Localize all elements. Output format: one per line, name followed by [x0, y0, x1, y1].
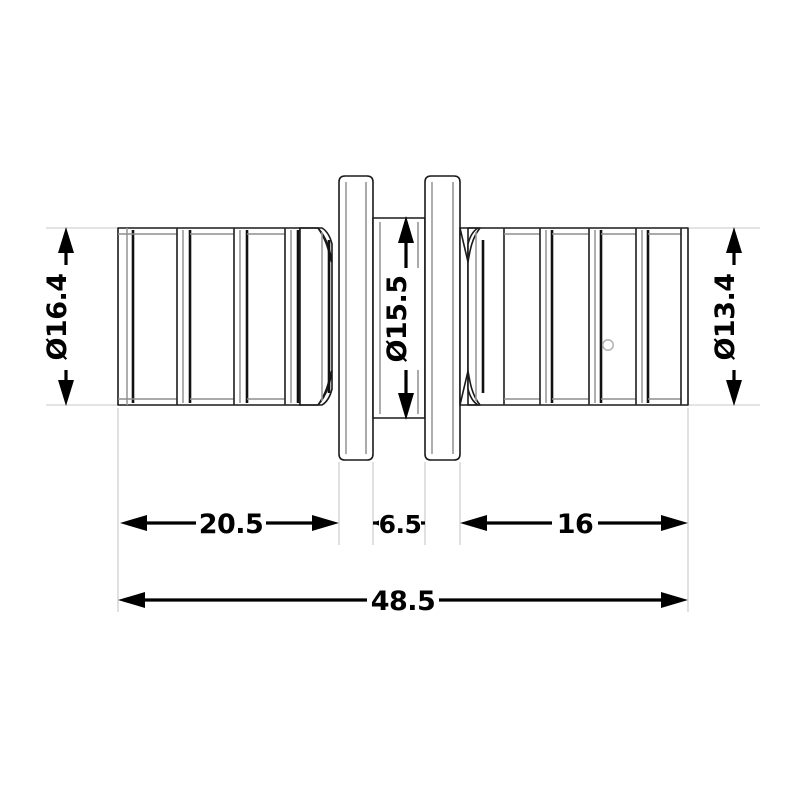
- scallop-left-top: [299, 227, 333, 263]
- flange-right: [424, 175, 461, 461]
- dim-arrow-485-right: [661, 592, 688, 608]
- dim-label-length-center: 6.5: [379, 510, 422, 539]
- dim-arrow-16-right: [661, 515, 688, 531]
- center-flange-detail: [345, 182, 454, 454]
- dimension-diameter-center: Ø15.5: [382, 216, 424, 420]
- right-barb-body: [467, 227, 689, 406]
- dim-text-halo-d164: [50, 265, 84, 370]
- part-outline: [117, 175, 689, 461]
- dim-label-length-right: 16: [557, 509, 594, 540]
- dim-text-halo-485: [367, 583, 439, 617]
- dim-arrow-16-left: [460, 515, 487, 531]
- dim-arrow-d134-top: [726, 227, 742, 253]
- right-waist: [459, 227, 469, 406]
- dim-arrow-d134-bottom: [726, 380, 742, 406]
- flange-left: [338, 175, 374, 461]
- left-barb-ribs: [118, 228, 331, 405]
- dim-arrow-d164-bottom: [58, 380, 74, 406]
- dimension-diameter-left: Ø16.4: [42, 227, 84, 406]
- dim-arrow-d164-top: [58, 227, 74, 253]
- dim-label-diameter-left: Ø16.4: [42, 273, 73, 360]
- dim-label-length-overall: 48.5: [371, 586, 436, 617]
- left-barb-body: [117, 227, 301, 406]
- dim-arrow-485-left: [118, 592, 145, 608]
- dim-arrow-d155-bottom: [398, 393, 414, 420]
- dim-arrow-205-right: [312, 515, 339, 531]
- side-hole-icon: [601, 338, 614, 351]
- dim-text-halo-16: [552, 506, 598, 540]
- dim-arrow-d155-top: [398, 216, 414, 243]
- left-waist: [299, 227, 333, 406]
- dim-arrow-205-left: [120, 515, 147, 531]
- dimension-length-overall: 48.5: [118, 583, 688, 617]
- dim-label-diameter-center: Ø15.5: [382, 275, 413, 362]
- right-barb-ribs: [475, 228, 682, 405]
- dim-text-halo-d155: [390, 268, 424, 370]
- dimension-diameter-right: Ø13.4: [710, 227, 752, 406]
- dimension-length-center: 6.5: [373, 507, 425, 539]
- dim-label-length-left: 20.5: [199, 509, 264, 540]
- dimension-length-right: 16: [460, 506, 688, 540]
- dim-text-halo-d134: [718, 265, 752, 370]
- dim-text-halo-65: [379, 507, 421, 539]
- scallop-left-bottom: [299, 370, 333, 406]
- dim-label-diameter-right: Ø13.4: [710, 273, 741, 360]
- dimension-length-left: 20.5: [120, 506, 339, 540]
- dim-text-halo-205: [196, 506, 266, 540]
